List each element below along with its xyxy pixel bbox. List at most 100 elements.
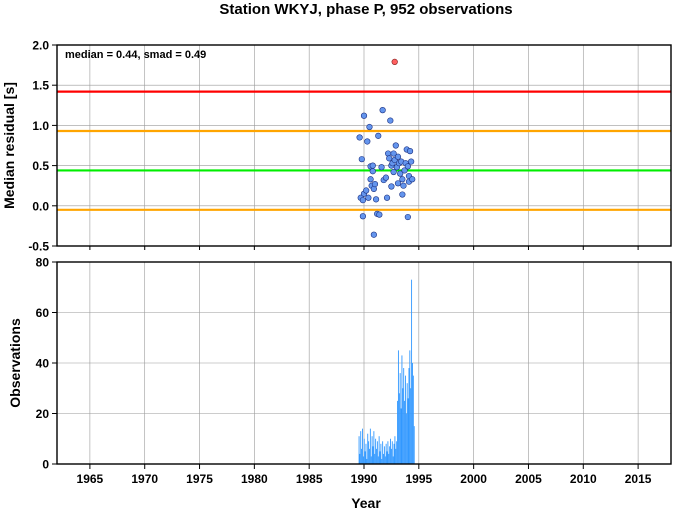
observation-bar bbox=[412, 363, 413, 464]
observation-bar bbox=[383, 446, 385, 464]
residual-point bbox=[356, 134, 363, 141]
observation-bar bbox=[399, 373, 401, 464]
x-tick-label: 2015 bbox=[625, 472, 652, 486]
observation-bar bbox=[369, 448, 370, 464]
residual-point bbox=[358, 156, 365, 163]
observation-bar bbox=[407, 398, 409, 464]
top-y-tick-label: 0.5 bbox=[32, 159, 49, 173]
residual-point bbox=[388, 183, 395, 190]
top-y-axis-label: Median residual [s] bbox=[1, 82, 17, 209]
observation-bar bbox=[376, 441, 378, 464]
residual-point bbox=[382, 174, 390, 181]
observation-bar bbox=[389, 446, 391, 464]
residual-point bbox=[404, 213, 411, 221]
top-y-tick-label: 0.0 bbox=[32, 199, 49, 213]
x-tick-label: 2005 bbox=[515, 472, 542, 486]
observation-bar bbox=[370, 456, 372, 464]
observation-bar bbox=[363, 438, 365, 464]
x-tick-label: 1970 bbox=[131, 472, 158, 486]
x-tick-label: 1965 bbox=[77, 472, 104, 486]
observation-bar bbox=[392, 456, 394, 464]
residual-point bbox=[372, 196, 380, 203]
observation-bar bbox=[360, 431, 362, 464]
residual-point bbox=[360, 112, 368, 119]
bottom-y-tick-label: 0 bbox=[42, 458, 49, 472]
observation-bar bbox=[384, 456, 386, 464]
residual-point bbox=[370, 231, 377, 238]
observation-bar bbox=[390, 438, 391, 464]
observation-bar bbox=[404, 375, 406, 464]
residual-point bbox=[359, 197, 367, 204]
top-y-tick-label: 1.0 bbox=[32, 119, 49, 133]
residual-point bbox=[390, 150, 397, 157]
observation-bar bbox=[390, 448, 392, 464]
observation-bar bbox=[398, 393, 400, 464]
observation-bar bbox=[365, 443, 367, 464]
x-tick-label: 1995 bbox=[405, 472, 432, 486]
observation-bar bbox=[393, 443, 395, 464]
x-tick-label: 2010 bbox=[570, 472, 597, 486]
residual-point bbox=[369, 168, 376, 175]
observation-bar bbox=[358, 436, 360, 464]
residual-point bbox=[359, 213, 367, 220]
observation-bar bbox=[396, 441, 398, 464]
observation-bar bbox=[395, 448, 397, 464]
observation-bar bbox=[381, 458, 383, 464]
observation-bar bbox=[411, 279, 413, 464]
chart-title: Station WKYJ, phase P, 952 observations bbox=[219, 1, 512, 18]
residual-point bbox=[365, 194, 372, 201]
top-y-tick-label: 1.5 bbox=[32, 79, 49, 93]
observation-bar bbox=[366, 458, 368, 464]
bottom-y-axis-label: Observations bbox=[7, 318, 23, 408]
observation-bar bbox=[412, 375, 414, 464]
observation-bar bbox=[410, 388, 412, 464]
residual-point bbox=[409, 176, 416, 183]
observation-bar bbox=[371, 436, 373, 464]
residual-point bbox=[397, 170, 404, 177]
observation-bar bbox=[382, 441, 384, 464]
observation-bar bbox=[368, 441, 370, 464]
observation-bar bbox=[388, 453, 390, 464]
residual-point bbox=[378, 164, 385, 171]
residual-point bbox=[394, 153, 402, 160]
stats-annotation: median = 0.44, smad = 0.49 bbox=[65, 49, 206, 61]
x-tick-label: 2000 bbox=[460, 472, 487, 486]
bottom-y-tick-label: 40 bbox=[36, 357, 50, 371]
observation-bar bbox=[397, 400, 399, 464]
observation-bar bbox=[394, 436, 396, 464]
observation-bar bbox=[361, 448, 363, 464]
bottom-y-tick-label: 60 bbox=[36, 306, 50, 320]
residual-point bbox=[387, 117, 394, 124]
observation-bar bbox=[397, 350, 399, 464]
observation-bar bbox=[362, 456, 364, 464]
residual-point bbox=[363, 187, 370, 194]
observation-bar bbox=[401, 355, 403, 464]
observation-bar bbox=[377, 456, 379, 464]
observation-bar bbox=[373, 431, 375, 464]
bottom-y-tick-label: 80 bbox=[36, 256, 50, 270]
observation-bar bbox=[408, 368, 410, 464]
residual-point bbox=[404, 163, 411, 170]
observation-bar bbox=[383, 453, 384, 464]
observation-bar bbox=[369, 428, 371, 464]
residual-point bbox=[400, 182, 407, 189]
observation-bar bbox=[409, 350, 411, 464]
observation-bar bbox=[374, 453, 376, 464]
residual-point bbox=[375, 132, 382, 139]
residual-point bbox=[390, 168, 397, 176]
x-tick-label: 1980 bbox=[241, 472, 268, 486]
residual-point bbox=[367, 176, 374, 183]
residual-point bbox=[399, 176, 406, 183]
residual-point bbox=[383, 194, 391, 201]
residual-point bbox=[394, 180, 402, 187]
observation-bar bbox=[364, 451, 366, 464]
residual-point bbox=[371, 180, 379, 188]
residual-point bbox=[369, 162, 376, 169]
residual-point bbox=[408, 158, 415, 165]
observation-bar bbox=[402, 388, 404, 464]
observation-bar bbox=[367, 433, 369, 464]
bottom-y-tick-label: 20 bbox=[36, 407, 50, 421]
observation-bar bbox=[385, 443, 387, 464]
observation-bar bbox=[400, 408, 402, 464]
